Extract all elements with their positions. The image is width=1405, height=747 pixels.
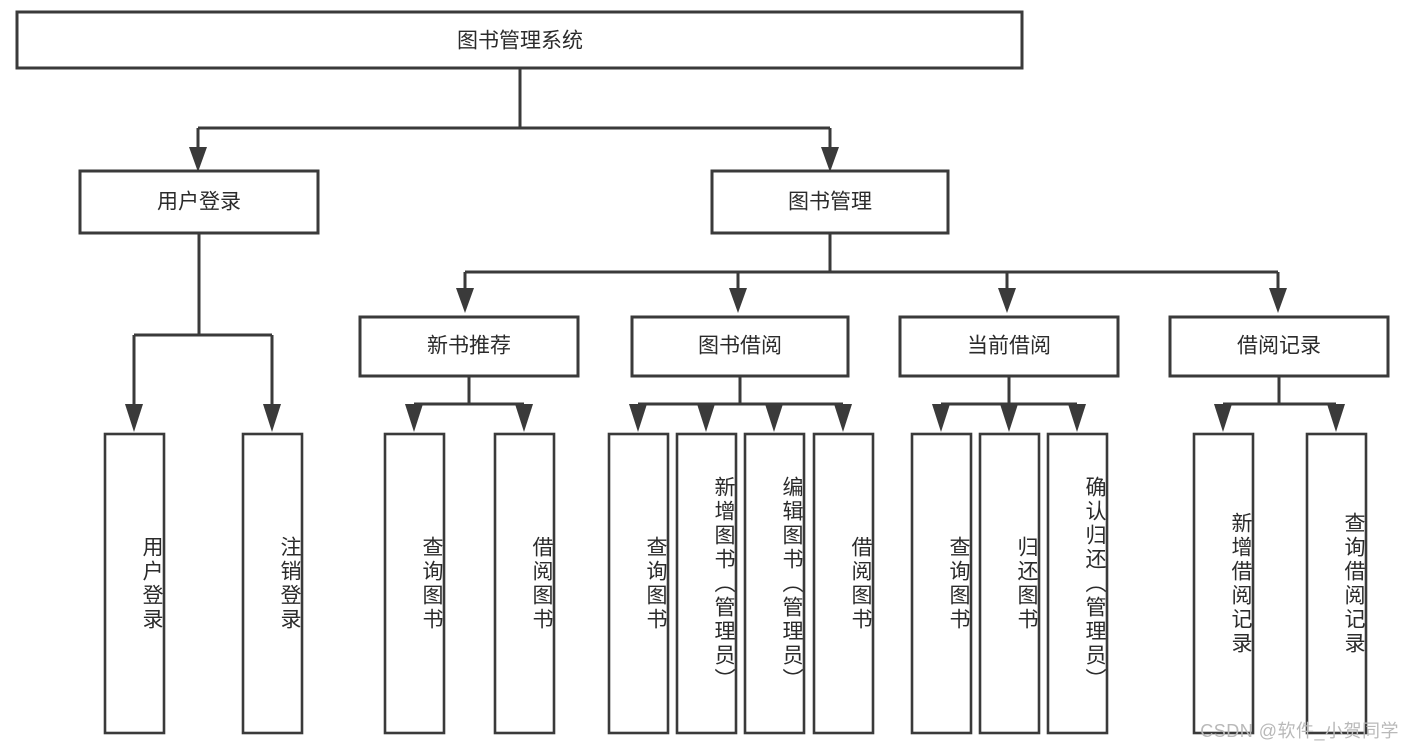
arrowhead-icon (1000, 404, 1018, 432)
arrowhead-icon (456, 288, 474, 313)
node-leaf-add-book[interactable] (675, 432, 738, 735)
arrowhead-icon (729, 288, 747, 313)
node-leaf-user-logout[interactable] (241, 432, 304, 735)
arrowhead-icon (834, 404, 852, 432)
arrowhead-icon (998, 288, 1016, 313)
connector-newbook-to-leaves (405, 376, 533, 432)
connector-bookmgmt-to-level3 (456, 233, 1287, 313)
node-leaf-add-record[interactable] (1192, 432, 1255, 735)
arrowhead-icon (1068, 404, 1086, 432)
node-new-book-recommend[interactable]: 新书推荐 (358, 315, 580, 378)
arrowhead-icon (697, 404, 715, 432)
connector-bookborrow-to-leaves (629, 376, 852, 432)
node-root-label: 图书管理系统 (457, 30, 583, 53)
node-leaf-borrow-book-2[interactable] (812, 432, 875, 735)
arrowhead-icon (821, 147, 839, 172)
arrowhead-icon (1269, 288, 1287, 313)
connector-borrowrecord-to-leaves (1214, 376, 1345, 432)
node-user-login[interactable]: 用户登录 (78, 169, 320, 235)
arrowhead-icon (1214, 404, 1232, 432)
connector-root-to-level2 (189, 68, 839, 172)
arrowhead-icon (263, 404, 281, 432)
node-book-borrow-label: 图书借阅 (698, 335, 782, 358)
node-leaf-confirm-return[interactable] (1046, 432, 1109, 735)
node-leaf-user-login[interactable] (103, 432, 166, 735)
arrowhead-icon (629, 404, 647, 432)
arrowhead-icon (125, 404, 143, 432)
node-user-login-label: 用户登录 (157, 191, 241, 214)
arrowhead-icon (189, 147, 207, 172)
node-leaf-borrow-book-1[interactable] (493, 432, 556, 735)
node-book-management[interactable]: 图书管理 (710, 169, 950, 235)
node-new-book-recommend-label: 新书推荐 (427, 335, 511, 358)
connector-currentborrow-to-leaves (932, 376, 1086, 432)
node-borrow-record-label: 借阅记录 (1237, 335, 1321, 358)
arrowhead-icon (765, 404, 783, 432)
node-root[interactable]: 图书管理系统 (15, 10, 1024, 70)
node-leaf-query-record[interactable] (1305, 432, 1368, 735)
node-leaf-query-book-3[interactable] (910, 432, 973, 735)
connector-userlogin-to-leaves (125, 233, 281, 432)
node-leaf-edit-book[interactable] (743, 432, 806, 735)
node-book-borrow[interactable]: 图书借阅 (630, 315, 850, 378)
arrowhead-icon (932, 404, 950, 432)
arrowhead-icon (405, 404, 423, 432)
arrowhead-icon (1327, 404, 1345, 432)
node-leaf-query-book-2[interactable] (607, 432, 670, 735)
node-leaf-return-book[interactable] (978, 432, 1041, 735)
arrowhead-icon (515, 404, 533, 432)
node-borrow-record[interactable]: 借阅记录 (1168, 315, 1390, 378)
node-book-management-label: 图书管理 (788, 191, 872, 214)
node-current-borrow-label: 当前借阅 (967, 335, 1051, 358)
watermark-text: CSDN @软件_小贺同学 (1200, 721, 1399, 741)
node-current-borrow[interactable]: 当前借阅 (898, 315, 1120, 378)
node-leaf-query-book-1[interactable] (383, 432, 446, 735)
